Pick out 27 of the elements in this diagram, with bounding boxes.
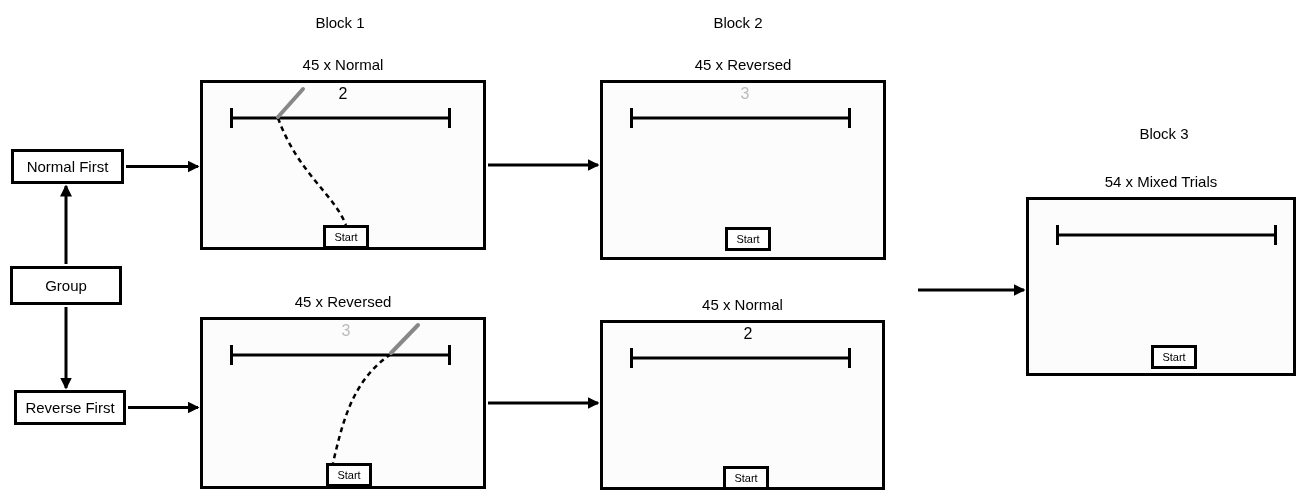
arrow [918, 284, 1026, 296]
target-number: 2 [743, 325, 753, 343]
start-button: Start [1151, 345, 1197, 369]
screen-heading: 45 x Normal [702, 296, 783, 313]
group-box: Normal First [11, 149, 124, 184]
arrow [488, 397, 600, 409]
target-number: 3 [740, 85, 750, 103]
target-number: 3 [341, 322, 351, 340]
arrow [126, 160, 200, 173]
screen-heading: 45 x Reversed [294, 293, 392, 310]
start-button: Start [323, 225, 369, 249]
screen-heading: 54 x Mixed Trials [1104, 173, 1218, 190]
screen-heading: 45 x Reversed [694, 56, 792, 73]
group-box: Reverse First [14, 390, 126, 425]
start-button: Start [326, 463, 372, 487]
arrow [60, 184, 72, 264]
arrow [128, 401, 200, 414]
screen-heading: 45 x Normal [302, 56, 384, 73]
target-number: 2 [338, 85, 348, 103]
arrow [60, 307, 72, 390]
start-button: Start [725, 227, 771, 251]
block-label: Block 3 [1139, 125, 1189, 142]
block-label: Block 1 [315, 14, 365, 31]
block-label: Block 2 [713, 14, 763, 31]
arrow [488, 159, 600, 171]
group-box: Group [10, 266, 122, 305]
start-button: Start [723, 466, 769, 490]
